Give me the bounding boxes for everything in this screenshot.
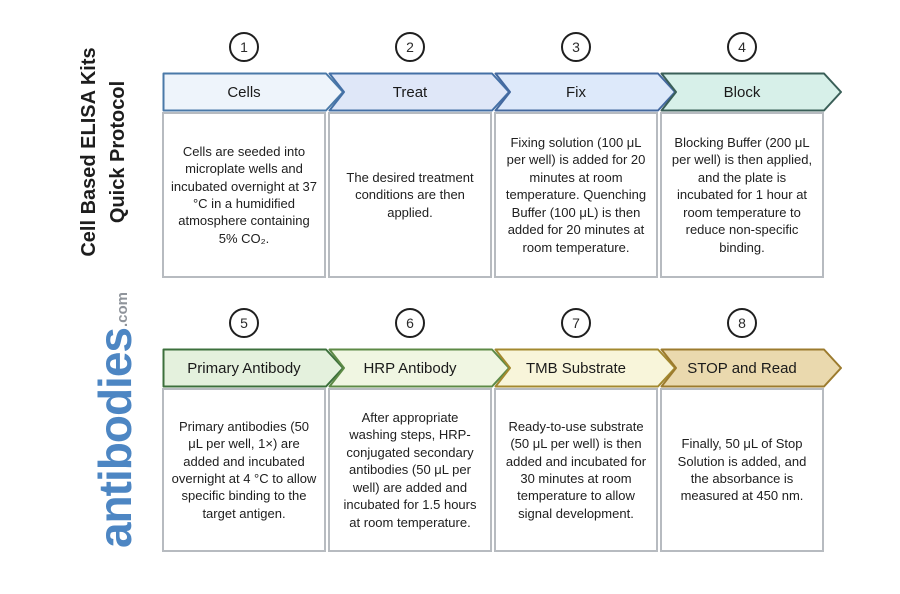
step-number: 8 <box>738 315 746 331</box>
step-number: 1 <box>240 39 248 55</box>
step-description-box: Finally, 50 μL of Stop Solution is added… <box>660 388 824 552</box>
step-title: STOP and Read <box>687 359 797 377</box>
step-description: After appropriate washing steps, HRP-con… <box>343 410 477 530</box>
step-description-box: Blocking Buffer (200 μL per well) is the… <box>660 112 824 278</box>
step-number: 4 <box>738 39 746 55</box>
logo-suffix: .com <box>114 291 131 327</box>
step-description-box: Ready-to-use substrate (50 μL per well) … <box>494 388 658 552</box>
step-title: Treat <box>392 83 428 101</box>
step-number-badge: 5 <box>229 308 259 338</box>
step-description: Cells are seeded into microplate wells a… <box>171 143 317 246</box>
step-description-box: After appropriate washing steps, HRP-con… <box>328 388 492 552</box>
step-number-badge: 4 <box>727 32 757 62</box>
step-arrow-banner <box>494 72 676 112</box>
step-description-box: Fixing solution (100 μL per well) is add… <box>494 112 658 278</box>
page-title: Cell Based ELISA Kits Quick Protocol <box>75 22 135 282</box>
step-number-badge: 7 <box>561 308 591 338</box>
step-arrow-banner <box>162 72 344 112</box>
step-title: Fix <box>566 83 586 101</box>
step-description: Blocking Buffer (200 μL per well) is the… <box>671 135 813 255</box>
step-number-badge: 1 <box>229 32 259 62</box>
step-arrow-banner <box>494 348 676 388</box>
step-number: 7 <box>572 315 580 331</box>
step-description: Ready-to-use substrate (50 μL per well) … <box>505 418 647 521</box>
step-description: Primary antibodies (50 μL per well, 1×) … <box>171 418 317 521</box>
step-number-badge: 6 <box>395 308 425 338</box>
step-description: Finally, 50 μL of Stop Solution is added… <box>677 436 807 504</box>
step-title: Primary Antibody <box>187 359 301 377</box>
logo-text: antibodies <box>89 328 141 549</box>
step-title: HRP Antibody <box>363 359 457 377</box>
step-description: Fixing solution (100 μL per well) is add… <box>505 135 647 255</box>
step-title: TMB Substrate <box>525 359 627 377</box>
step-number: 6 <box>406 315 414 331</box>
step-arrow-banner <box>660 72 842 112</box>
step-arrow-banner <box>328 348 510 388</box>
step-title: Block <box>723 83 761 101</box>
step-number-badge: 8 <box>727 308 757 338</box>
antibodies-logo: antibodies .com <box>48 270 141 570</box>
step-number: 3 <box>572 39 580 55</box>
step-number-badge: 3 <box>561 32 591 62</box>
step-description-box: Cells are seeded into microplate wells a… <box>162 112 326 278</box>
step-arrow-banner <box>328 72 510 112</box>
page-title-line2: Quick Protocol <box>107 80 129 224</box>
step-number: 2 <box>406 39 414 55</box>
step-arrow-banner <box>162 348 344 388</box>
step-number-badge: 2 <box>395 32 425 62</box>
step-arrow-banner <box>660 348 842 388</box>
step-description-box: The desired treatment conditions are the… <box>328 112 492 278</box>
step-description: The desired treatment conditions are the… <box>346 169 474 220</box>
page-title-line1: Cell Based ELISA Kits <box>78 47 100 257</box>
step-number: 5 <box>240 315 248 331</box>
step-description-box: Primary antibodies (50 μL per well, 1×) … <box>162 388 326 552</box>
step-title: Cells <box>227 83 261 101</box>
